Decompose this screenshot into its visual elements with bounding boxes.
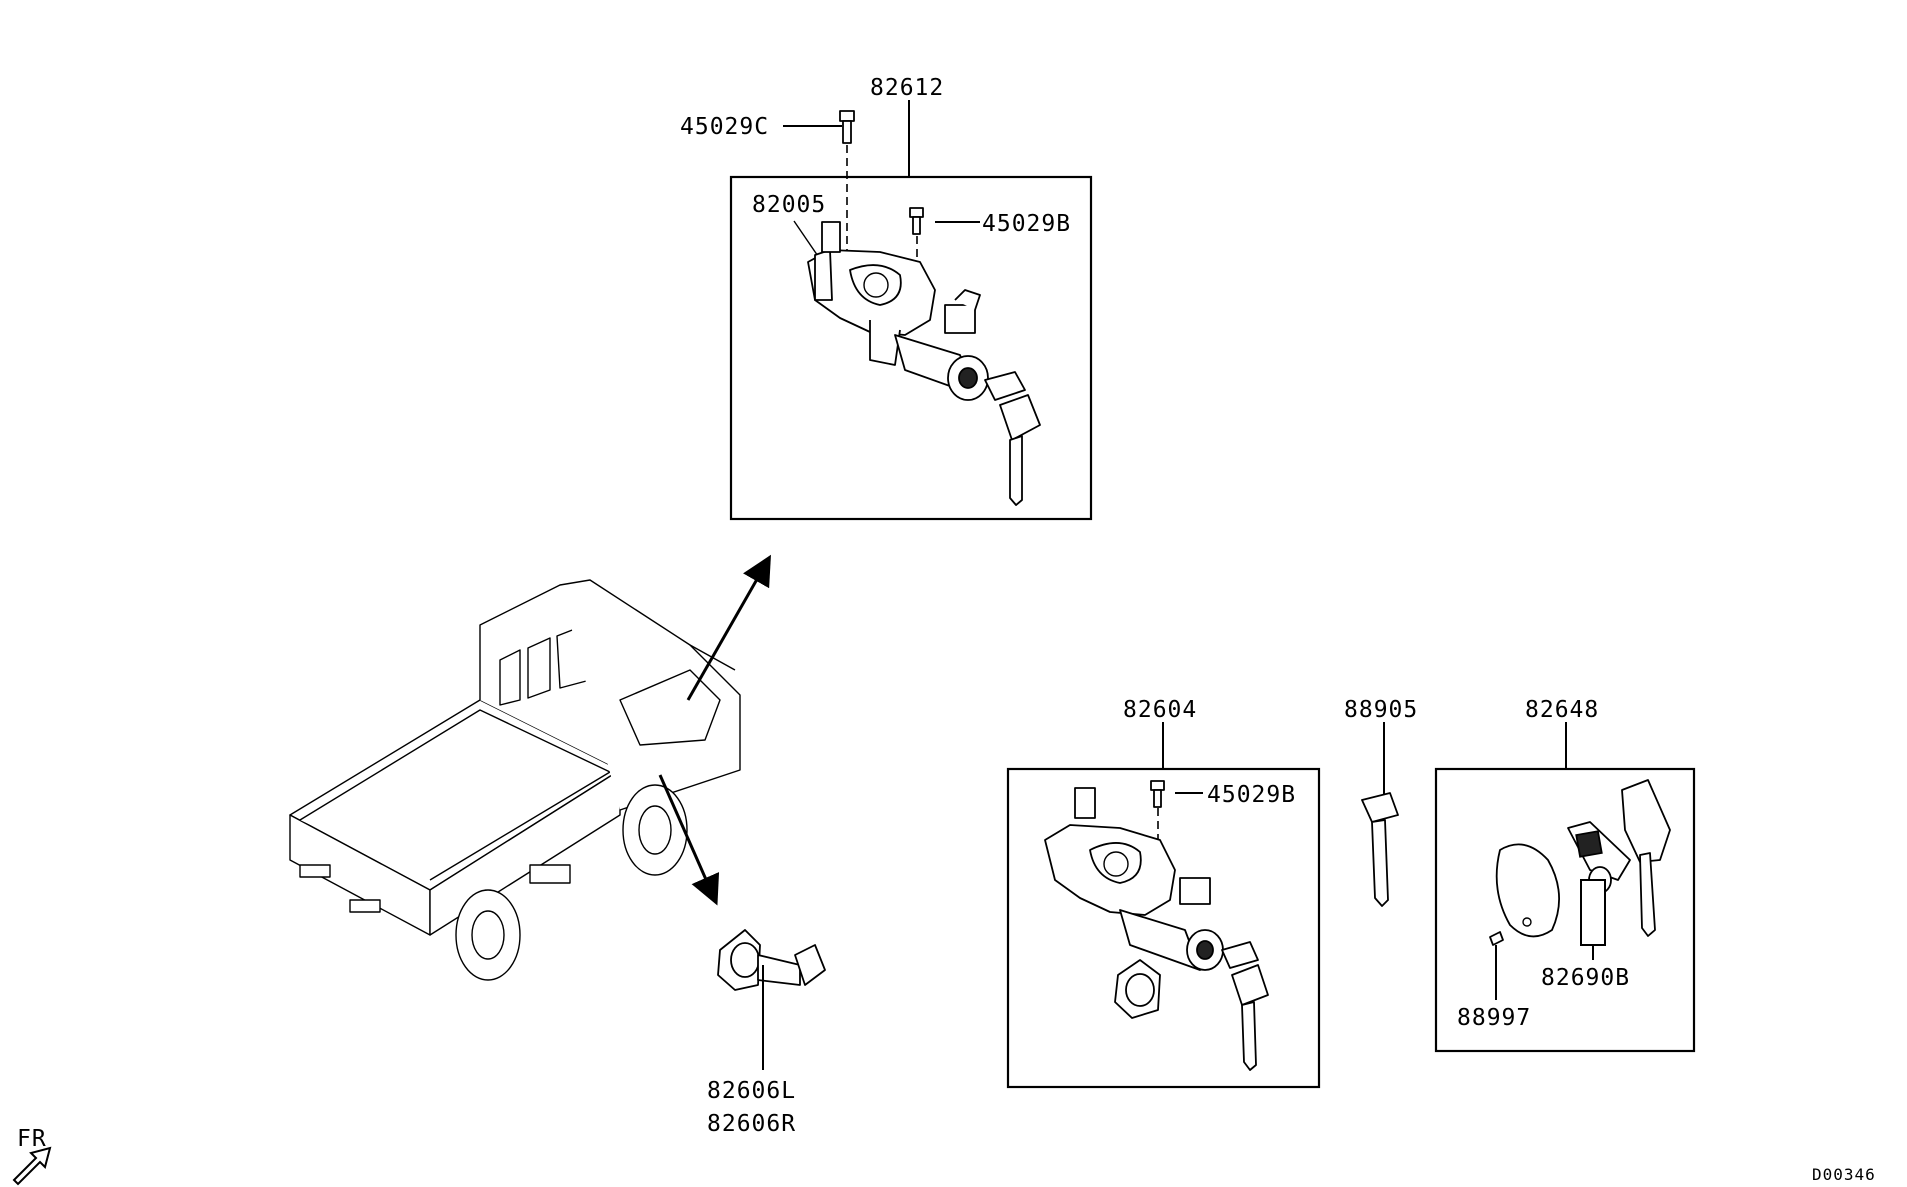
arrow-to-door-lock bbox=[658, 774, 720, 906]
label-88905: 88905 bbox=[1344, 697, 1418, 723]
key-cover-shell bbox=[1495, 843, 1561, 938]
remote-key-blade bbox=[1621, 779, 1671, 937]
label-82648: 82648 bbox=[1525, 697, 1599, 723]
key-mid bbox=[1221, 941, 1269, 1071]
ignition-lock-housing-mid bbox=[1044, 787, 1224, 971]
label-fr: FR bbox=[17, 1126, 47, 1152]
label-82606r: 82606R bbox=[707, 1111, 796, 1137]
key-top bbox=[984, 371, 1041, 506]
ignition-lock-assembly-top: 82612 45029C 82005 45029B bbox=[680, 75, 1093, 521]
label-45029c: 45029C bbox=[680, 114, 769, 140]
label-88997: 88997 bbox=[1457, 1005, 1531, 1031]
ignition-lock-assembly-mid: 82604 45029B bbox=[1006, 697, 1321, 1089]
arrow-to-ignition-lock bbox=[686, 554, 771, 701]
label-82612: 82612 bbox=[870, 75, 944, 101]
label-82690b: 82690B bbox=[1541, 965, 1630, 991]
front-direction-indicator: FR bbox=[12, 1126, 52, 1186]
label-82604: 82604 bbox=[1123, 697, 1197, 723]
bolt-45029b-top bbox=[909, 207, 924, 235]
door-lock-cylinder: 82606L 82606R bbox=[707, 929, 826, 1137]
label-82005: 82005 bbox=[752, 192, 826, 218]
bolt-45029c bbox=[839, 110, 855, 144]
diagram-code: D00346 bbox=[1812, 1165, 1876, 1184]
remote-key-assembly: 82648 82690B 88997 bbox=[1434, 697, 1696, 1053]
bolt-45029b-mid bbox=[1150, 780, 1165, 808]
door-lock-cylinder-mid bbox=[1114, 959, 1161, 1019]
label-45029b-mid: 45029B bbox=[1207, 782, 1296, 808]
label-82606l: 82606L bbox=[707, 1078, 796, 1104]
screw-88997 bbox=[1489, 931, 1504, 946]
ignition-lock-housing-top bbox=[807, 221, 989, 401]
key-88905: 88905 bbox=[1344, 697, 1418, 907]
truck-illustration bbox=[289, 579, 741, 981]
label-45029b-top: 45029B bbox=[982, 211, 1071, 237]
